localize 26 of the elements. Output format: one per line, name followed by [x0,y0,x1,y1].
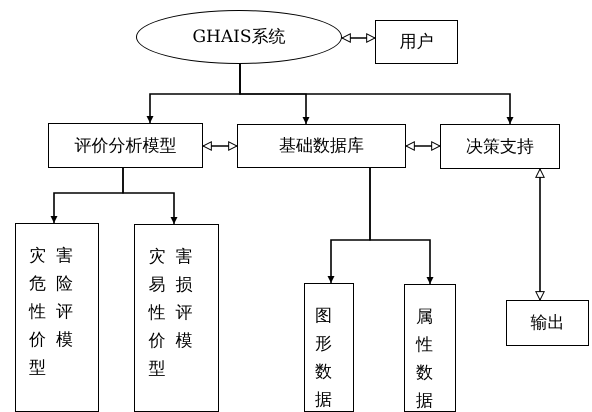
double-arrow [406,141,440,151]
arrow [239,64,514,124]
node-label: 灾害危险性评价模型 [29,245,84,380]
process-box [440,124,560,169]
node-label: 用户 [400,32,434,52]
process-box [237,124,406,168]
node-label: 图形数据 [315,305,343,412]
process-box [375,20,458,64]
double-arrow [342,33,376,43]
arrow [369,168,434,284]
node-label: 决策支持 [466,136,534,156]
double-arrow [202,141,238,151]
process-box [506,300,589,346]
double-arrow [535,168,545,300]
process-box [48,123,203,168]
node-label: 基础数据库 [279,136,364,156]
process-box [404,284,456,412]
node-label: 评价分析模型 [74,136,176,156]
node-label: 灾害易损性评价模型 [148,246,204,381]
process-box [134,224,219,412]
process-box [304,283,354,412]
node-label: GHAIS系统 [192,27,286,47]
arrow [122,168,178,224]
node-label: 输出 [530,313,564,333]
process-box [15,223,99,412]
node-label: 属性数据 [416,306,444,412]
